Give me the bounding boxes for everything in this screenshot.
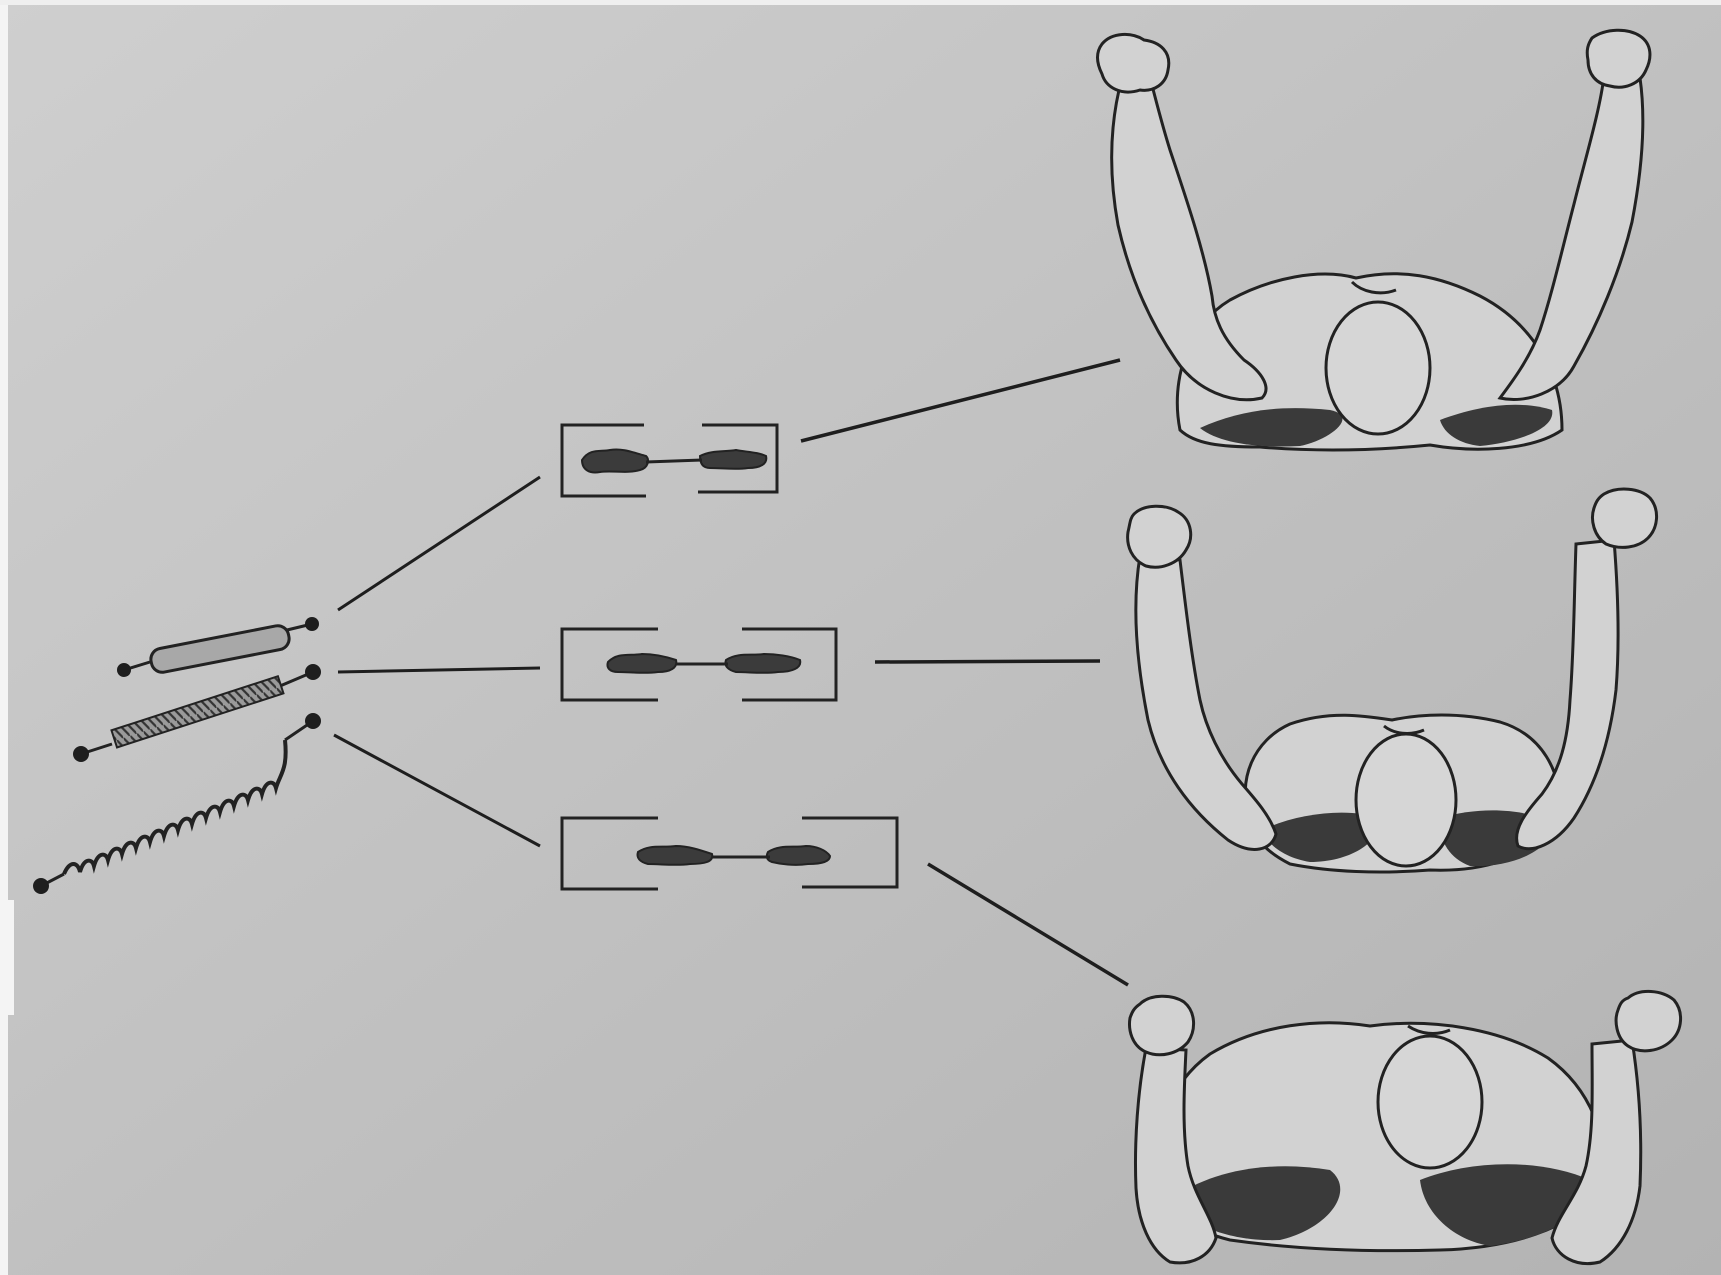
figure-arms-bent-low bbox=[1128, 990, 1682, 1265]
springs-group bbox=[33, 617, 321, 894]
scan-left-notch bbox=[0, 900, 14, 1015]
sarcomere-top bbox=[560, 423, 779, 498]
figure-arms-raised-narrow bbox=[1096, 28, 1652, 452]
sarcomere-middle bbox=[560, 627, 838, 702]
connector-lines-left bbox=[333, 475, 541, 848]
stiff-spring-icon bbox=[117, 617, 319, 677]
medium-spring-icon bbox=[73, 664, 321, 762]
loose-spring-icon bbox=[33, 713, 321, 894]
scan-top-edge bbox=[0, 0, 1721, 5]
figure-arms-raised-wide bbox=[1126, 487, 1658, 874]
sarcomere-bottom bbox=[560, 816, 899, 891]
scan-left-edge bbox=[0, 0, 8, 1275]
connector-lines-right bbox=[800, 358, 1129, 987]
